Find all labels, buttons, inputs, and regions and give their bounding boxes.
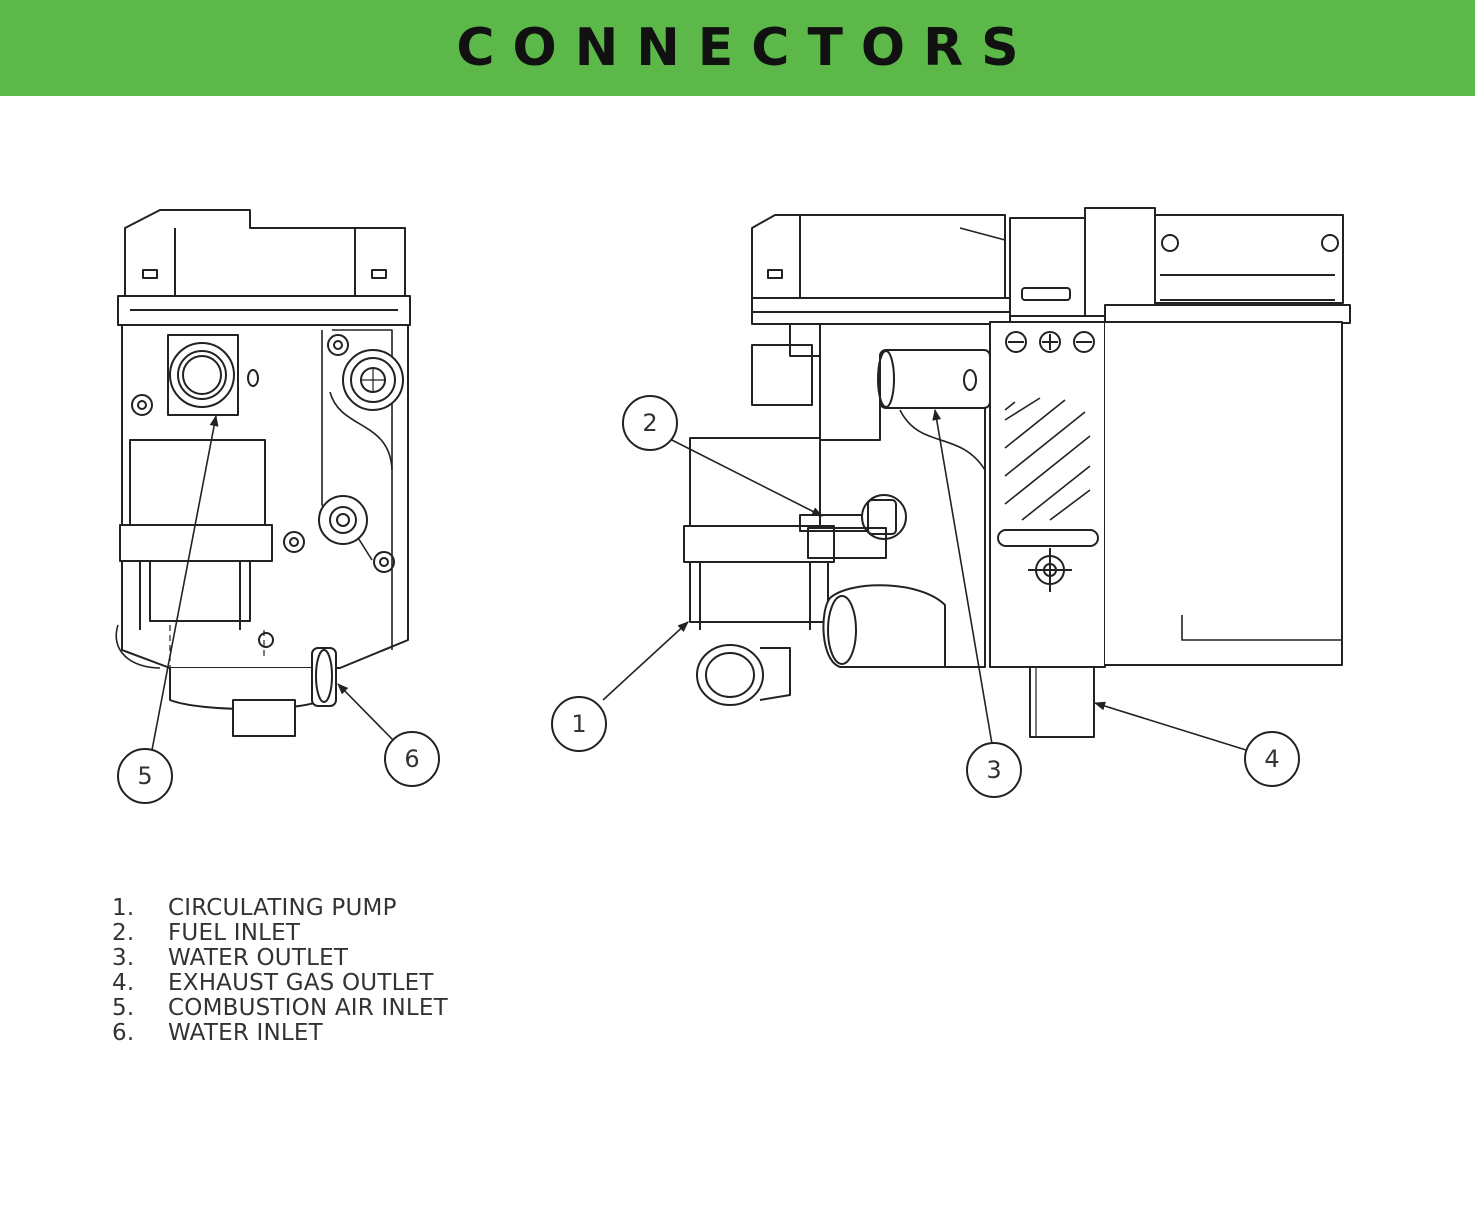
callout-1: 1 [551, 696, 607, 752]
header-banner: CONNECTORS [0, 0, 1475, 96]
leader-lines [151, 408, 1247, 751]
callout-5: 5 [117, 748, 173, 804]
legend-number: 4. [112, 970, 135, 996]
legend-label: CIRCULATING PUMP [168, 895, 397, 921]
legend-label: EXHAUST GAS OUTLET [168, 970, 434, 996]
legend-item: 4. EXHAUST GAS OUTLET [112, 971, 448, 996]
legend-label: FUEL INLET [168, 920, 301, 946]
legend-item: 3. WATER OUTLET [112, 946, 448, 971]
legend-item: 6. WATER INLET [112, 1021, 448, 1046]
legend-number: 3. [112, 945, 135, 971]
callout-6-label: 6 [404, 745, 419, 773]
callout-4-label: 4 [1264, 745, 1279, 773]
callout-6: 6 [384, 731, 440, 787]
legend-label: WATER OUTLET [168, 945, 349, 971]
callout-1-label: 1 [571, 710, 586, 738]
callout-4: 4 [1244, 731, 1300, 787]
legend-number: 6. [112, 1020, 135, 1046]
callout-3-label: 3 [986, 756, 1001, 784]
legend-label: WATER INLET [168, 1020, 323, 1046]
callout-3: 3 [966, 742, 1022, 798]
legend-item: 2. FUEL INLET [112, 921, 448, 946]
callout-5-label: 5 [137, 762, 152, 790]
legend-number: 2. [112, 920, 135, 946]
legend-item: 5. COMBUSTION AIR INLET [112, 996, 448, 1021]
legend-item: 1. CIRCULATING PUMP [112, 896, 448, 921]
legend-label: COMBUSTION AIR INLET [168, 995, 448, 1021]
legend-number: 1. [112, 895, 135, 921]
legend-number: 5. [112, 995, 135, 1021]
callout-2: 2 [622, 395, 678, 451]
heater-end-view [115, 209, 411, 737]
heater-side-view [683, 207, 1351, 738]
callout-2-label: 2 [642, 409, 657, 437]
connector-legend: 1. CIRCULATING PUMP 2. FUEL INLET 3. WAT… [112, 896, 448, 1046]
page-title: CONNECTORS [456, 18, 1037, 78]
